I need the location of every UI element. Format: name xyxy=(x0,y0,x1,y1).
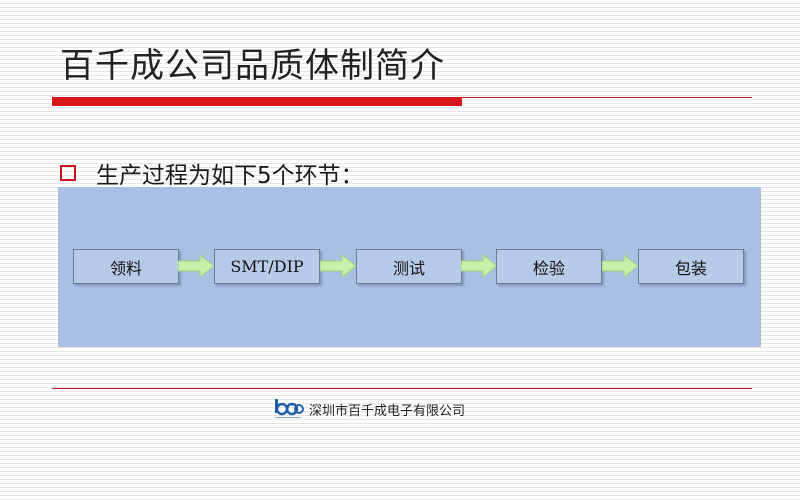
bullet-text: 生产过程为如下5个环节： xyxy=(96,163,364,189)
step-material-issue: 领料 xyxy=(73,249,179,284)
step-inspection: 检验 xyxy=(496,249,602,284)
process-flow-panel: 领料 SMT/DIP 测试 检验 包装 xyxy=(58,187,761,347)
company-logo-icon xyxy=(275,399,304,418)
bullet-square-icon xyxy=(60,165,76,181)
right-arrow-icon xyxy=(320,255,356,277)
step-smt-dip: SMT/DIP xyxy=(214,249,320,284)
footer: 深圳市百千成电子有限公司 xyxy=(272,396,465,422)
bullet-row: 生产过程为如下5个环节： xyxy=(60,156,364,190)
title-rule-thick xyxy=(52,97,462,106)
slide-title: 百千成公司品质体制简介 xyxy=(60,46,445,86)
step-testing: 测试 xyxy=(356,249,462,284)
right-arrow-icon xyxy=(178,255,214,277)
right-arrow-icon xyxy=(461,255,497,277)
footer-rule xyxy=(52,388,752,389)
step-packaging: 包装 xyxy=(638,249,744,284)
right-arrow-icon xyxy=(602,255,638,277)
company-name: 深圳市百千成电子有限公司 xyxy=(309,403,466,419)
